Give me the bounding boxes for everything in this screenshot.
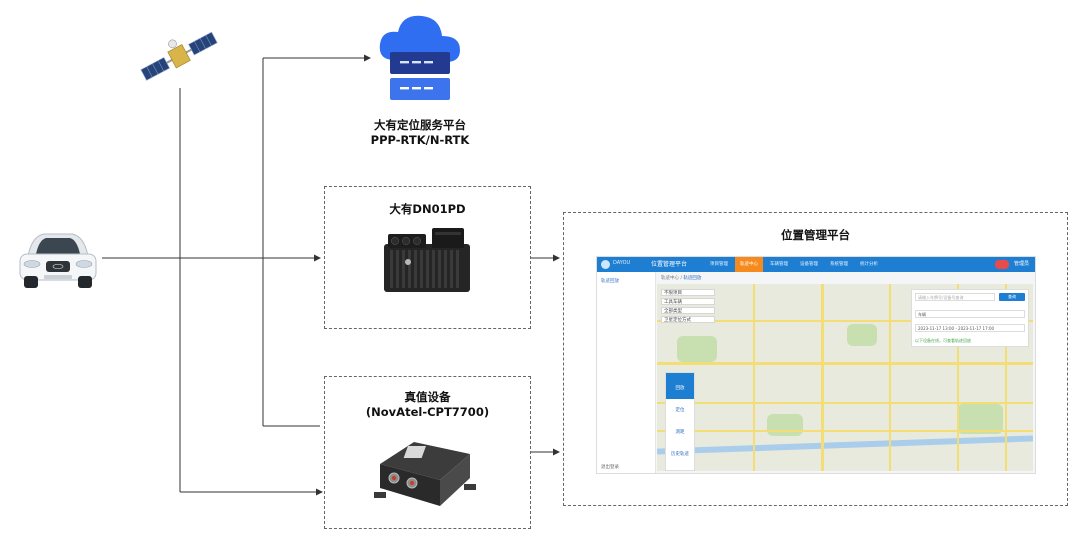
cloud-platform-label: 大有定位服务平台 [374,118,466,132]
logo-icon [601,260,610,269]
truth-device-model-label: (NovAtel-CPT7700) [365,405,490,419]
truth-device-label: 真值设备 [404,390,451,404]
username[interactable]: 管理员 [1013,261,1029,267]
avatar[interactable] [995,260,1009,269]
breadcrumb-item-1: 轨迹回放 [683,276,702,281]
status-note: 以下设备在线，可查看轨迹回放 [915,338,971,343]
filter-vehicle[interactable]: 工具车辆 [661,298,715,305]
cloud-server-icon [379,15,460,100]
satellite-icon [140,31,218,81]
dn01pd-box [324,186,531,329]
control-playback-button[interactable]: 回放 [666,373,694,399]
map-road [821,284,824,471]
sidebar-item-playback[interactable]: 轨迹回放 [601,279,619,284]
filter-project[interactable]: 不限项目 [661,289,715,296]
map-road [1005,284,1007,471]
truth-device-icon [374,442,476,506]
sidebar-logout[interactable]: 退出登录 [601,465,619,470]
car-icon [19,233,97,288]
dn01pd-label: 大有DN01PD [389,202,466,216]
control-measure-button[interactable]: 测距 [675,430,685,435]
search-button[interactable]: 查询 [999,293,1025,301]
map-road [657,402,1033,404]
platform-label: 位置管理平台 [781,228,850,242]
breadcrumb: 轨迹中心 / 轨迹回放 [661,276,702,281]
map-park [847,324,877,346]
nav-item-3[interactable]: 设备管理 [800,262,818,267]
map-road [657,320,1033,322]
control-playback-label: 回放 [675,386,685,391]
map-view[interactable]: 不限项目 工具车辆 全部类型 卫星定位方式 回放 定位 测距 历史轨迹 请输入车… [657,284,1033,471]
breadcrumb-item-0[interactable]: 轨迹中心 [661,276,679,281]
nav-item-4[interactable]: 系统管理 [830,262,848,267]
vehicle-field[interactable]: 车辆 [915,310,1025,318]
search-input[interactable]: 请输入车牌号/设备号查询 [915,293,995,301]
nav-item-0[interactable]: 项目管理 [710,262,728,267]
cloud-protocol-label: PPP-RTK/N-RTK [370,133,470,147]
truth-device-box [324,376,531,529]
map-park [957,404,1003,434]
map-control-panel: 回放 定位 测距 历史轨迹 [665,372,695,471]
control-history-button[interactable]: 历史轨迹 [671,452,689,457]
dn01pd-device-icon [384,228,470,292]
map-park [677,336,717,362]
filter-positioning[interactable]: 卫星定位方式 [661,316,715,323]
app-title: 位置管理平台 [651,261,688,268]
top-nav-bar: DAYOU 位置管理平台 项目管理 轨迹中心 车辆管理 设备管理 系统管理 统计… [597,257,1035,272]
search-panel: 请输入车牌号/设备号查询 查询 车辆 2023-11-17 13:00 - 20… [911,289,1029,347]
sidebar: 轨迹回放 退出登录 [597,272,656,473]
time-range-field[interactable]: 2023-11-17 13:00 - 2023-11-17 17:00 [915,324,1025,332]
nav-item-1-active[interactable]: 轨迹中心 [735,257,763,272]
map-road [657,430,1033,432]
map-river [657,435,1033,455]
platform-box [563,212,1068,506]
nav-item-5[interactable]: 统计分析 [860,262,878,267]
filter-type[interactable]: 全部类型 [661,307,715,314]
map-road [957,284,959,471]
platform-screenshot: DAYOU 位置管理平台 项目管理 轨迹中心 车辆管理 设备管理 系统管理 统计… [596,256,1036,474]
map-park [767,414,803,436]
map-road [889,284,891,471]
control-locate-button[interactable]: 定位 [675,408,685,413]
map-road [657,362,1033,365]
nav-item-2[interactable]: 车辆管理 [770,262,788,267]
brand-text: DAYOU [613,260,631,266]
map-road [753,284,755,471]
